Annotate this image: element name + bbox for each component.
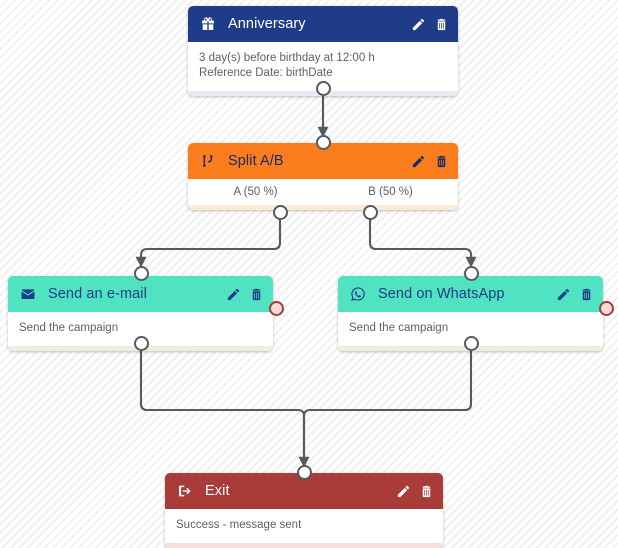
trash-icon[interactable] — [433, 16, 449, 32]
node-exit-actions — [395, 483, 434, 499]
port-split-out-b[interactable] — [363, 205, 378, 220]
node-anniversary-body-line-2: Reference Date: birthDate — [199, 67, 333, 79]
node-anniversary-actions — [410, 16, 449, 32]
envelope-icon — [19, 285, 37, 303]
branch-icon — [199, 152, 217, 170]
wire-split-a-to-email — [135, 219, 282, 268]
port-send-whatsapp-error[interactable] — [599, 301, 614, 316]
port-send-email-in[interactable] — [134, 266, 149, 281]
port-send-whatsapp-in[interactable] — [464, 266, 479, 281]
node-send-whatsapp-title: Send on WhatsApp — [378, 286, 505, 302]
pencil-icon[interactable] — [555, 286, 571, 302]
node-exit-title: Exit — [205, 483, 230, 499]
node-exit-body: Success - message sent — [165, 509, 443, 543]
port-split-out-a[interactable] — [273, 205, 288, 220]
wire-whatsapp-to-exit — [302, 344, 473, 455]
node-anniversary-title: Anniversary — [228, 16, 306, 32]
branch-label-a: A (50 %) — [233, 186, 278, 198]
trash-icon[interactable] — [578, 286, 594, 302]
port-exit-in[interactable] — [297, 465, 312, 480]
pencil-icon[interactable] — [395, 483, 411, 499]
node-send-email-header: Send an e-mail — [8, 276, 273, 312]
wire-split-b-to-whatsapp — [368, 219, 477, 268]
node-anniversary[interactable]: Anniversary 3 day(s) before birthday at … — [188, 6, 458, 96]
port-send-whatsapp-out[interactable] — [464, 336, 479, 351]
node-send-email-title: Send an e-mail — [48, 286, 147, 302]
node-anniversary-header: Anniversary — [188, 6, 458, 42]
wire-email-to-exit — [139, 344, 310, 468]
node-send-whatsapp-header: Send on WhatsApp — [338, 276, 603, 312]
node-split-actions — [410, 153, 449, 169]
node-send-whatsapp-body-line-1: Send the campaign — [349, 322, 449, 334]
node-split[interactable]: Split A/B A (50 %) B (50 %) — [188, 143, 458, 210]
node-send-email[interactable]: Send an e-mail Send the campaign — [8, 276, 273, 351]
node-split-title: Split A/B — [228, 153, 284, 169]
node-exit[interactable]: Exit Success - message sent — [165, 473, 443, 548]
node-send-whatsapp-actions — [555, 286, 594, 302]
pencil-icon[interactable] — [410, 16, 426, 32]
trash-icon[interactable] — [418, 483, 434, 499]
trash-icon[interactable] — [248, 286, 264, 302]
node-exit-footer — [165, 543, 443, 548]
node-send-email-body-line-1: Send the campaign — [19, 322, 119, 334]
trash-icon[interactable] — [433, 153, 449, 169]
node-send-email-actions — [225, 286, 264, 302]
exit-icon — [176, 482, 194, 500]
branch-label-b: B (50 %) — [368, 186, 413, 198]
pencil-icon[interactable] — [410, 153, 426, 169]
node-anniversary-body-line-1: 3 day(s) before birthday at 12:00 h — [199, 52, 375, 64]
gift-icon — [199, 15, 217, 33]
node-split-branches: A (50 %) B (50 %) — [188, 179, 458, 205]
port-send-email-out[interactable] — [134, 336, 149, 351]
pencil-icon[interactable] — [225, 286, 241, 302]
port-anniversary-out[interactable] — [316, 81, 331, 96]
port-send-email-error[interactable] — [269, 301, 284, 316]
port-split-in[interactable] — [316, 135, 331, 150]
node-split-footer — [188, 205, 458, 210]
whatsapp-icon — [349, 285, 367, 303]
node-exit-body-line-1: Success - message sent — [176, 519, 302, 531]
